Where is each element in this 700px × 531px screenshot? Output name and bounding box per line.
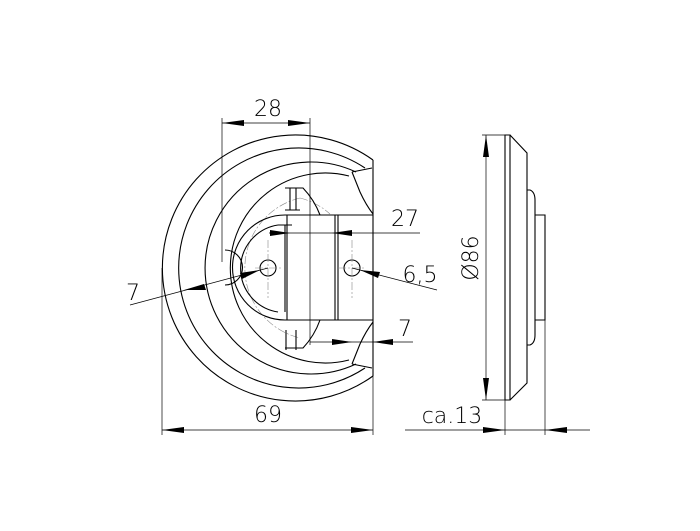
dimension-27: 27 [269,207,420,236]
dim-86-label: Ø86 [459,235,484,280]
dim-27-label: 27 [391,207,419,232]
dim-69-label: 69 [254,403,282,428]
dim-6-5-label: 6,5 [403,263,438,288]
outer-rim [161,134,374,402]
ring-2 [178,147,366,389]
dimension-69: 69 [161,268,374,435]
dim-28-label: 28 [254,97,282,122]
centerline-arc [244,197,331,339]
dimension-ca-13: ca.13 [405,320,590,435]
front-view [161,134,374,402]
dimension-7-right: 7 [310,317,413,345]
dimension-6-5: 6,5 [351,263,438,291]
dim-ca-13-label: ca.13 [422,404,483,429]
dim-7-left-label: 7 [126,281,140,306]
dim-7-right-label: 7 [398,317,412,342]
dimension-28: 28 [221,97,311,262]
d-loop-outer [231,214,286,321]
side-view [504,134,546,401]
dimension-7-left: 7 [126,267,269,306]
dimension-diameter-86: Ø86 [459,134,505,401]
